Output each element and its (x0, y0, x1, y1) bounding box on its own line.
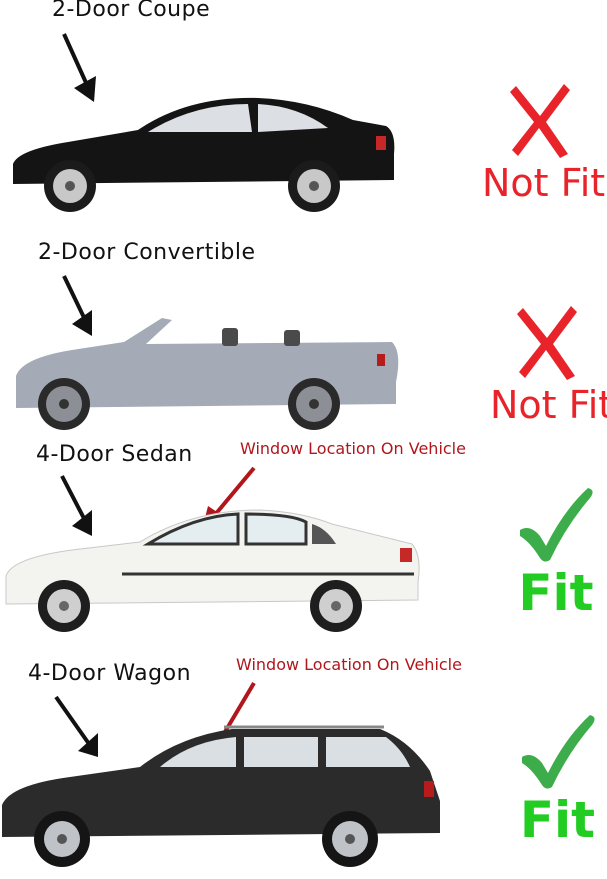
sedan-car-image (5, 509, 420, 632)
check-mark-icon (521, 715, 595, 789)
coupe-car-image (13, 97, 395, 212)
convertible-car-image (16, 318, 399, 430)
fit-status-text: Not Fit (482, 161, 606, 205)
vehicle-section-convertible: 2-Door Convertible Not Fit (0, 230, 607, 440)
vehicle-section-coupe: 2-Door Coupe Not Fit (0, 0, 607, 225)
pointer-arrow-icon (62, 275, 92, 336)
fit-status: Fit (506, 484, 606, 618)
vehicle-section-sedan: 4-Door Sedan Window Location On Vehicle … (0, 439, 607, 645)
window-location-callout: Window Location On Vehicle (240, 439, 466, 458)
pointer-arrow-icon (62, 33, 96, 102)
vehicle-label: 2-Door Convertible (38, 240, 256, 265)
window-location-callout: Window Location On Vehicle (236, 655, 462, 674)
fit-status: Fit (508, 711, 607, 845)
x-mark-icon (517, 306, 577, 380)
vehicle-label: 2-Door Coupe (52, 0, 211, 22)
vehicle-section-wagon: 4-Door Wagon Window Location On Vehicle … (0, 655, 607, 879)
x-mark-icon (510, 84, 570, 158)
fit-status-text: Fit (518, 564, 594, 622)
vehicle-label: 4-Door Wagon (28, 661, 192, 686)
check-mark-icon (520, 488, 593, 562)
pointer-arrow-icon (54, 695, 98, 757)
fit-status: Not Fit (482, 80, 606, 205)
pointer-arrow-icon (60, 475, 92, 536)
fit-status-text: Fit (519, 791, 596, 849)
vehicle-label: 4-Door Sedan (36, 442, 193, 467)
fit-status-text: Not Fit (490, 383, 607, 427)
wagon-car-image (2, 725, 440, 867)
fit-status: Not Fit (490, 302, 607, 427)
